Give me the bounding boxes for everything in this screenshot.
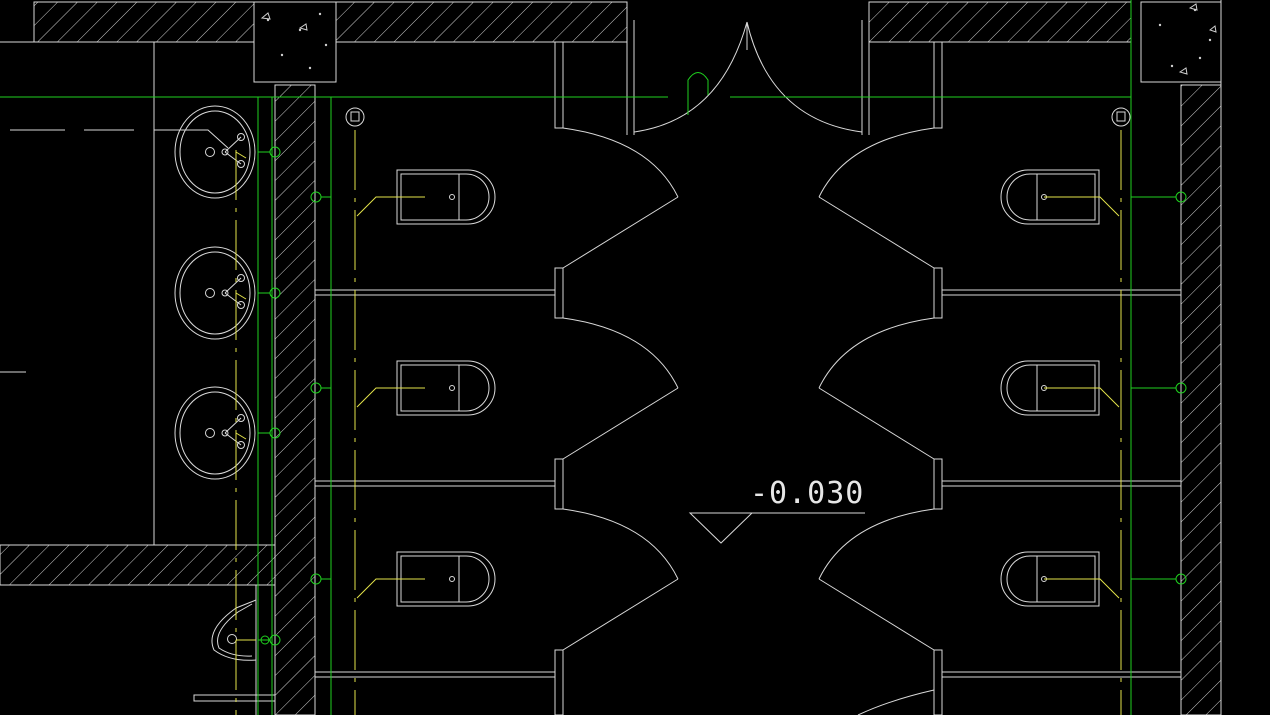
elevation-mark: -0.030 (688, 476, 865, 544)
stall-doors-left (562, 127, 679, 651)
green-pipes (0, 0, 1187, 715)
floor-drains (345, 107, 1131, 127)
wall-outlines (0, 20, 1182, 715)
stall-doors-right (818, 127, 935, 715)
wash-basins (10, 105, 256, 480)
squat-pans-right (1000, 169, 1100, 607)
yellow-drainage (235, 130, 1122, 715)
elevation-label: -0.030 (750, 476, 864, 511)
stall-partitions (315, 267, 1181, 715)
squat-pans-left (396, 169, 496, 607)
hatched-walls (0, 1, 1222, 715)
concrete-columns (253, 1, 1222, 83)
urinal (193, 585, 276, 715)
